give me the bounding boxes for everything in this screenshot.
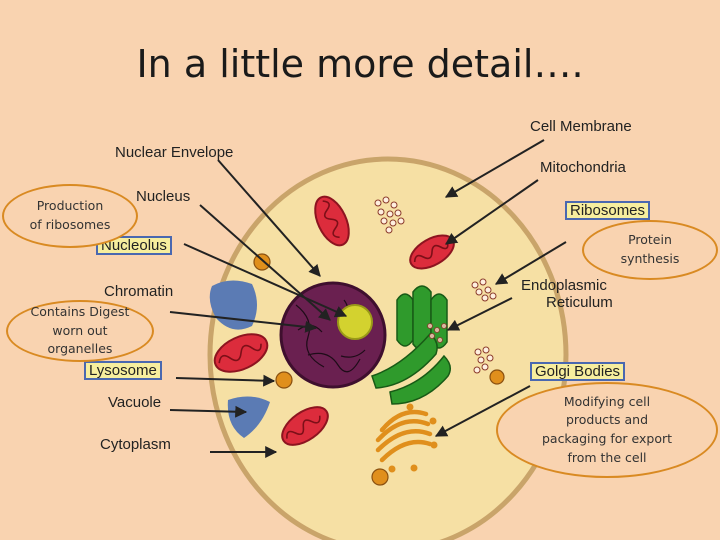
lysosome-dot bbox=[371, 468, 389, 486]
arrow-nuclear-envelope bbox=[217, 159, 321, 277]
endoplasmic-reticulum bbox=[371, 285, 451, 405]
callout-ribosomes: Protein synthesis bbox=[582, 220, 718, 280]
lysosome-dot bbox=[489, 369, 505, 385]
nucleolus-shape bbox=[337, 304, 373, 340]
label-endoplasmic: Endoplasmic bbox=[521, 277, 607, 294]
ribosome-cluster bbox=[471, 278, 497, 302]
mitochondrion bbox=[281, 406, 329, 446]
golgi-body bbox=[375, 409, 433, 463]
label-cytoplasm: Cytoplasm bbox=[100, 436, 171, 453]
pointer-arrows bbox=[169, 139, 567, 458]
arrow-vacuole bbox=[169, 405, 248, 418]
arrow-endoplasmic bbox=[446, 297, 513, 331]
arrow-nucleus bbox=[199, 204, 331, 321]
mitochondrion bbox=[314, 195, 350, 247]
label-nuclear-envelope: Nuclear Envelope bbox=[115, 144, 234, 161]
arrow-ribosomes bbox=[494, 241, 567, 285]
arrow-cell-membrane bbox=[444, 139, 545, 198]
label-nucleus: Nucleus bbox=[136, 188, 191, 205]
ribosome-cluster bbox=[374, 196, 405, 234]
er-ribosomes bbox=[427, 323, 447, 343]
ribosome-cluster bbox=[473, 346, 494, 374]
callout-golgi: Modifying cell products and packaging fo… bbox=[496, 382, 718, 478]
label-chromatin: Chromatin bbox=[104, 283, 174, 300]
lysosome-dot bbox=[253, 253, 271, 271]
golgi-vesicles bbox=[388, 403, 438, 473]
label-reticulum: Reticulum bbox=[546, 294, 613, 311]
callout-nucleolus: Production of ribosomes bbox=[2, 184, 138, 248]
arrow-nucleolus bbox=[183, 243, 348, 318]
label-mitochondria: Mitochondria bbox=[540, 159, 626, 176]
callout-lysosome: Contains Digest worn out organelles bbox=[6, 300, 154, 362]
arrow-golgi bbox=[434, 385, 531, 437]
nucleus bbox=[279, 281, 387, 389]
label-cell-membrane: Cell Membrane bbox=[530, 118, 632, 135]
label-ribosomes: Ribosomes bbox=[565, 201, 651, 220]
label-vacuole: Vacuole bbox=[108, 394, 162, 411]
lysosome-dot bbox=[275, 371, 293, 389]
label-lysosome: Lysosome bbox=[84, 361, 162, 380]
arrow-lysosome bbox=[175, 374, 276, 387]
mitochondrion bbox=[213, 333, 269, 373]
label-golgi-bodies: Golgi Bodies bbox=[530, 362, 626, 381]
arrow-mitochondria bbox=[445, 179, 539, 245]
label-nucleolus: Nucleolus bbox=[96, 236, 172, 255]
arrow-chromatin bbox=[169, 311, 318, 333]
slide-title: In a little more detail…. bbox=[136, 42, 584, 86]
